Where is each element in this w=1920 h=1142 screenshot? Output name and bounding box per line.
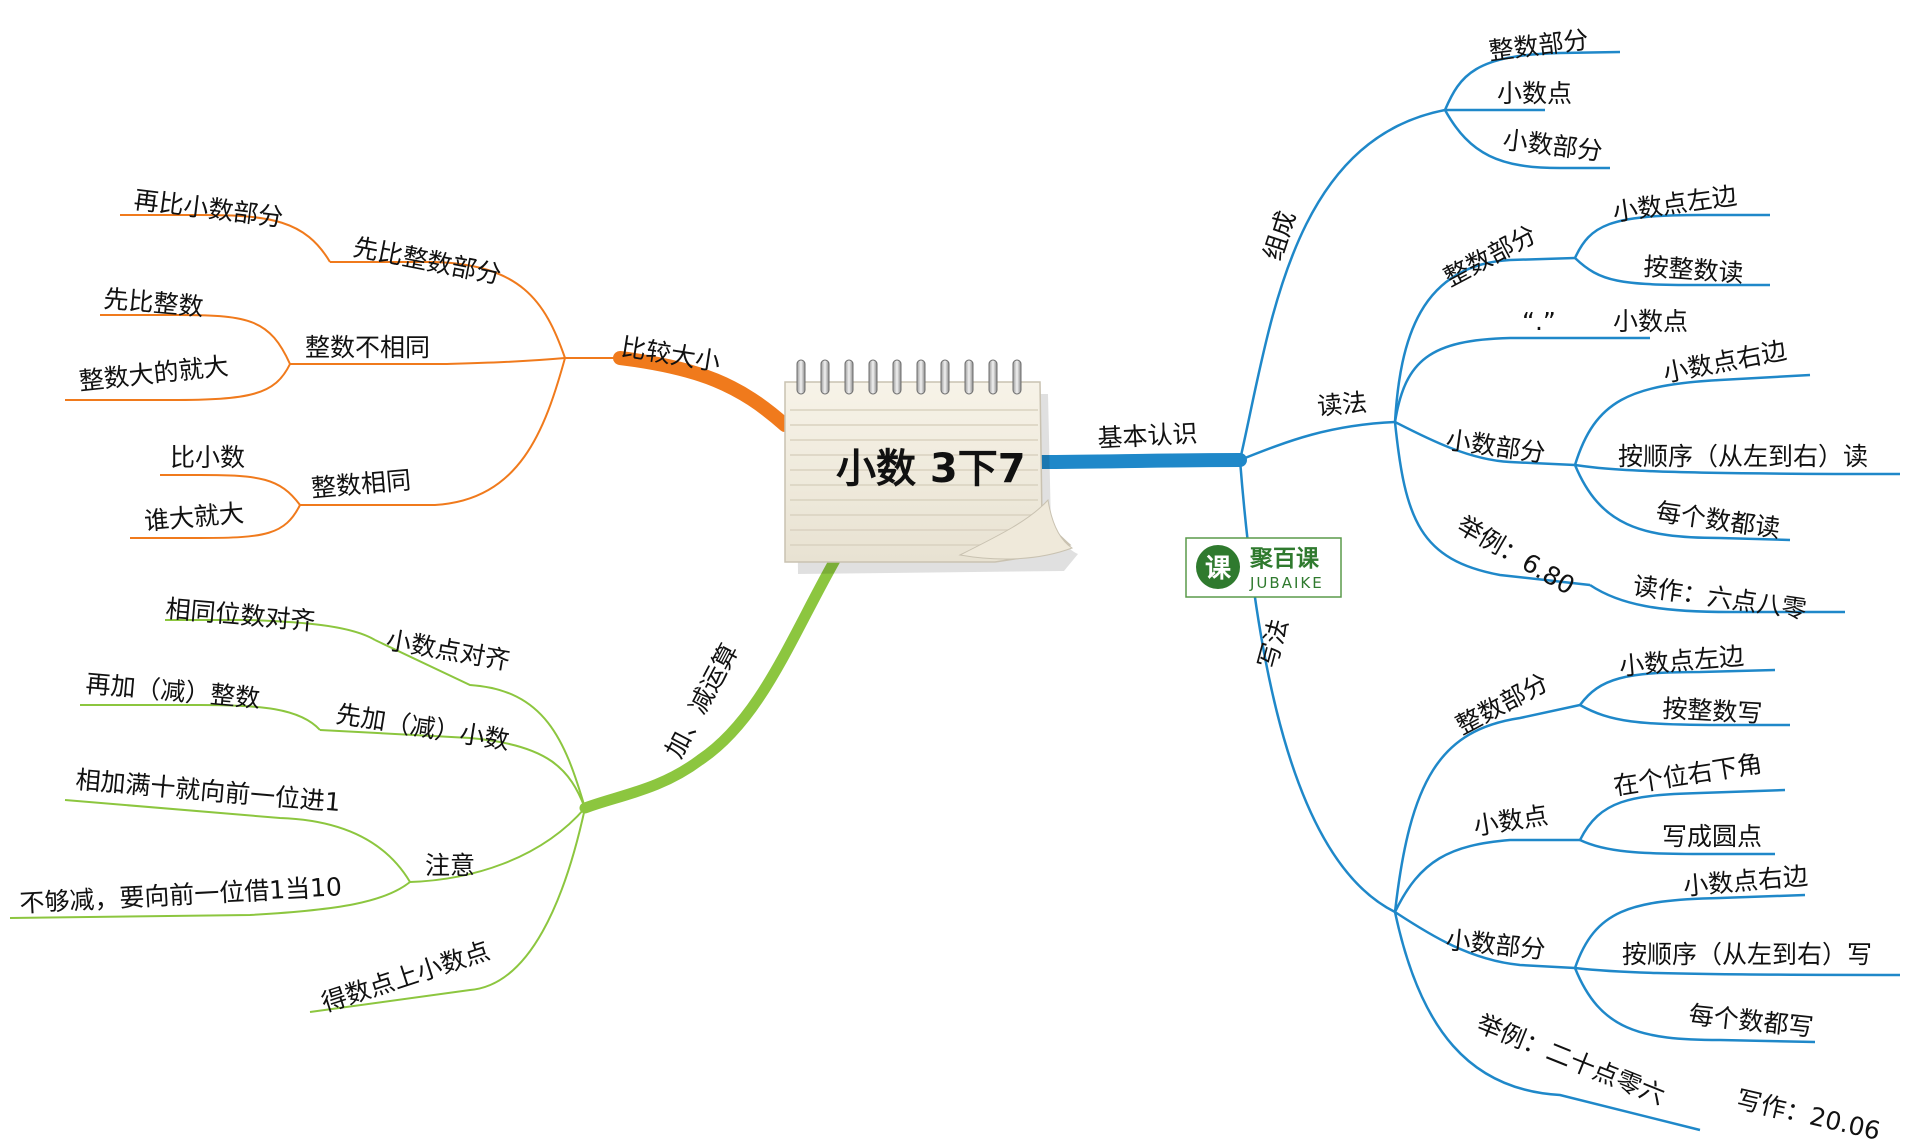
logo-name: 聚百课 [1249, 546, 1320, 572]
basic-edge-read-int-left [1573, 213, 1770, 259]
basic-writing-example-write: 写作：20.06 [1734, 1085, 1883, 1142]
center-title: 小数 3下7 [836, 446, 1026, 492]
basic-writing-dec-order: 按顺序（从左到右）写 [1622, 940, 1872, 969]
addsub-edge-first-decimal [319, 729, 586, 809]
compare-int-diff-first: 先比整数 [102, 284, 204, 322]
basic-reading: 读法 [1316, 388, 1368, 421]
basic-edge-write-dec-right [1573, 893, 1806, 969]
basic-edge-write-int-write [1579, 703, 1790, 727]
addsub-edge-carry [64, 799, 411, 883]
basic-edge-write-dec-each [1573, 967, 1816, 1044]
addsub-edge-borrow [9, 881, 411, 919]
compare-first-integer: 先比整数部分 [351, 232, 504, 289]
basic-edge-writing [1238, 459, 1396, 914]
basic-writing-dot: 小数点 [1471, 801, 1550, 841]
basic-edge-reading [1239, 420, 1396, 462]
basic-label-underline [1094, 458, 1241, 464]
compare-edge-int-diff-first [100, 314, 291, 365]
addsub-first-decimal: 先加（减）小数 [334, 699, 511, 755]
basic-reading-int-left: 小数点左边 [1611, 181, 1739, 227]
addsub-edge-same-digit [165, 619, 376, 641]
basic-composition-item-1: 小数点 [1497, 79, 1572, 108]
notepad-rings [796, 359, 1022, 395]
basic-edge-read-example-read [1589, 583, 1845, 614]
basic-writing-dec-each: 每个数都写 [1687, 1000, 1814, 1042]
brand-logo: 课 聚百课 JUBAIKE [1185, 537, 1342, 598]
basic-writing-example: 举例：二十点零六 [1473, 1009, 1669, 1111]
addsub-edge-then-integer [80, 704, 321, 731]
addsub-edge-align-point [374, 639, 586, 809]
logo-name-en: JUBAIKE [1249, 574, 1324, 592]
compare-labels: 比较大小 先比整数部分 再比小数部分 整数不相同 先比整数 整数大的就大 整数相… [78, 185, 723, 536]
basic-composition: 组成 [1258, 207, 1301, 264]
compare-edge-first-integer [330, 261, 566, 359]
basic-edge-write-dot-pos [1578, 788, 1786, 841]
basic-edge-write-dec-order [1574, 966, 1901, 977]
basic-edge-read-int [1393, 256, 1576, 423]
basic-edge-write-dot [1393, 838, 1580, 913]
addsub-align-point: 小数点对齐 [384, 625, 512, 675]
basic-writing-int-left: 小数点左边 [1618, 641, 1745, 681]
basic-edge-read-dec [1394, 420, 1576, 467]
basic-edge-write-dec [1394, 910, 1576, 970]
compare-edge-int-diff-bigger [65, 363, 291, 401]
basic-edge-write-int-left [1578, 668, 1776, 706]
compare-edge-then-decimal [120, 214, 331, 263]
logo-circle-icon [1196, 545, 1240, 589]
basic-writing-int-write: 按整数写 [1662, 694, 1763, 728]
basic-edge-write-example [1393, 911, 1701, 1132]
basic-reading-example-read: 读作：六点八零 [1631, 571, 1808, 624]
compare-main-connector [613, 351, 792, 432]
basic-label: 基本认识 [1097, 419, 1198, 453]
center-notepad: 小数 3下7 [784, 359, 1078, 574]
basic-edge-read-dec-right [1573, 373, 1811, 466]
basic-writing-dec-part: 小数部分 [1444, 925, 1546, 964]
compare-int-same: 整数相同 [310, 465, 412, 503]
compare-int-same-compare: 比小数 [170, 443, 245, 472]
compare-edge-int-same-bigger [130, 504, 301, 539]
addsub-edge-result-point [309, 807, 586, 1013]
addsub-then-integer: 再加（减）整数 [84, 669, 261, 713]
basic-writing-dot-write: 写成圆点 [1662, 822, 1762, 851]
basic-edge-comp-2 [1443, 109, 1610, 170]
basic-reading-int-part: 整数部分 [1439, 220, 1541, 293]
basic-edge-composition [1238, 108, 1446, 461]
compare-edge-int-same [300, 357, 566, 506]
addsub-notice: 注意 [425, 851, 475, 880]
compare-edge-int-diff [290, 357, 566, 365]
basic-edge-read-example [1393, 421, 1591, 587]
branch-addsub [9, 554, 841, 1013]
compare-int-diff: 整数不相同 [305, 333, 430, 362]
compare-int-same-bigger: 谁大就大 [143, 498, 245, 536]
basic-edge-read-dot [1393, 336, 1650, 423]
basic-reading-dot-name: 小数点 [1613, 307, 1688, 336]
addsub-carry: 相加满十就向前一位进1 [74, 765, 341, 817]
basic-reading-example: 举例：6.80 [1452, 510, 1580, 600]
addsub-edge-notice [409, 807, 586, 883]
logo-mark: 课 [1205, 554, 1232, 584]
addsub-same-digit-align: 相同位数对齐 [164, 594, 316, 636]
basic-edge-write-dot-write [1579, 838, 1775, 856]
basic-edge-read-dec-order [1574, 463, 1901, 476]
branch-basic [1033, 50, 1901, 1132]
branch-compare [65, 214, 792, 539]
addsub-label: 加、减运算 [660, 639, 744, 763]
basic-composition-item-2: 小数部分 [1501, 125, 1604, 166]
basic-writing-int-part: 整数部分 [1451, 668, 1553, 741]
addsub-main-connector [579, 554, 841, 814]
compare-edge-int-same-compare [160, 474, 301, 506]
addsub-result-point: 得数点上小数点 [318, 936, 493, 1018]
basic-edge-write-int [1393, 703, 1581, 913]
basic-edge-comp-0 [1443, 50, 1621, 111]
notepad-curl [958, 498, 1074, 560]
basic-reading-dec-order: 按顺序（从左到右）读 [1618, 442, 1868, 471]
compare-then-decimal: 再比小数部分 [132, 185, 284, 232]
compare-int-diff-bigger: 整数大的就大 [78, 351, 230, 396]
basic-reading-dot-symbol: “.” [1522, 307, 1556, 336]
basic-reading-int-read: 按整数读 [1643, 252, 1745, 288]
basic-composition-item-0: 整数部分 [1487, 25, 1590, 66]
basic-edge-read-dec-each [1573, 464, 1791, 542]
basic-edge-read-int-read [1574, 257, 1770, 287]
